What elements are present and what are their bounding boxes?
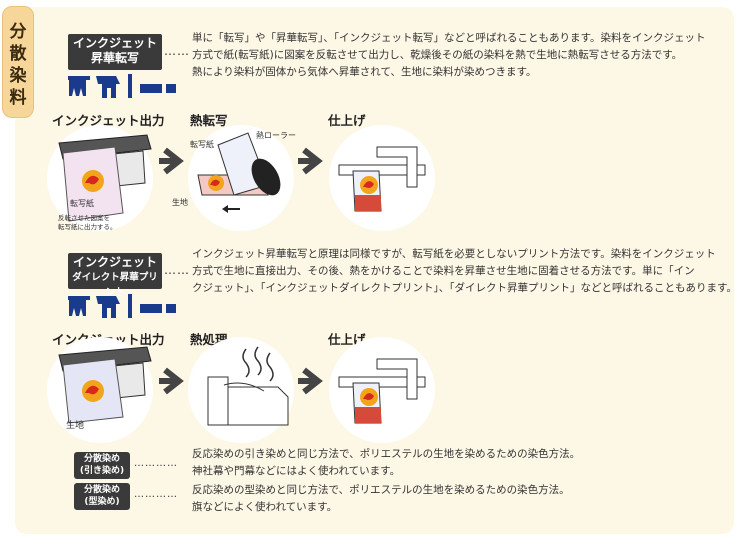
leader-dots: ………… [134,458,178,469]
step-label-inkjet: インクジェット出力 [52,113,165,128]
flow-arrow-icon [159,147,184,175]
method-badge-transfer: インクジェット 昇華転写 [68,34,162,70]
flow-arrow-icon [298,147,323,175]
cloth-icon [166,84,176,93]
leader-dots: …… [164,44,190,58]
method-description: 反応染めの引き染めと同じ方法で、ポリエステルの生地を染めるための染色方法。 神社… [192,448,581,477]
banner-icon [68,76,90,96]
method-description: 反応染めの型染めと同じ方法で、ポリエステルの生地を染めるための染色方法。 旗など… [192,484,570,513]
method-description: 単に「転写」や「昇華転写」、「インクジェット転写」などと呼ばれることもあります。… [192,32,706,78]
product-icons [68,294,176,318]
method-description: インクジェット昇華転写と原理は同様ですが、転写紙を必要としないプリント方法です。… [192,248,737,294]
leader-dots: …… [164,263,190,277]
flow-arrow-icon [159,367,184,395]
printer-illustration [58,346,152,424]
label-fabric: 生地 [172,198,188,207]
badge-line: インクジェット [72,36,157,50]
tab-char: 分 [9,22,27,42]
cloth-icon [166,304,176,313]
sewing-machine-illustration [338,358,426,424]
method-badge-direct: インクジェット ダイレクト昇華プリント [68,253,162,298]
tenugui-icon [140,84,162,93]
badge-line: インクジェット [72,255,157,269]
label-fabric: 生地 [66,421,85,431]
step-label-heat-transfer: 熱転写 [190,113,228,128]
heat-roller-illustration [197,132,281,213]
sewing-machine-illustration [338,146,426,212]
flag-icon [128,74,132,98]
tab-char: 料 [9,88,27,108]
step-label-finish: 仕上げ [328,113,366,128]
tab-char: 散 [9,44,27,64]
happi-coat-icon [96,76,120,98]
flag-icon [128,294,132,318]
print-note: 反転させた図案を 転写紙に出力する。 [58,214,117,231]
tenugui-icon [140,304,162,313]
leader-dots: ………… [134,489,178,500]
flow-arrow-icon [298,367,323,395]
label-transfer-paper: 転写紙 [70,199,94,208]
badge-line: 昇華転写 [90,51,139,65]
label-heat-roller: 熱ローラー [256,131,296,140]
heat-press-illustration [207,346,289,426]
badge-line: ダイレクト昇華プリント [72,272,158,298]
banner-icon [68,296,90,316]
happi-coat-icon [96,296,120,318]
tab-char: 染 [9,66,27,86]
printer-illustration [58,134,152,222]
label-transfer-paper-2: 転写紙 [190,140,214,149]
product-icons [68,74,176,98]
method-badge-stencil-dye: 分散染め (型染め) [74,483,130,510]
method-badge-hand-dye: 分散染め (引き染め) [74,452,130,479]
category-tab: 分 散 染 料 [2,6,34,118]
